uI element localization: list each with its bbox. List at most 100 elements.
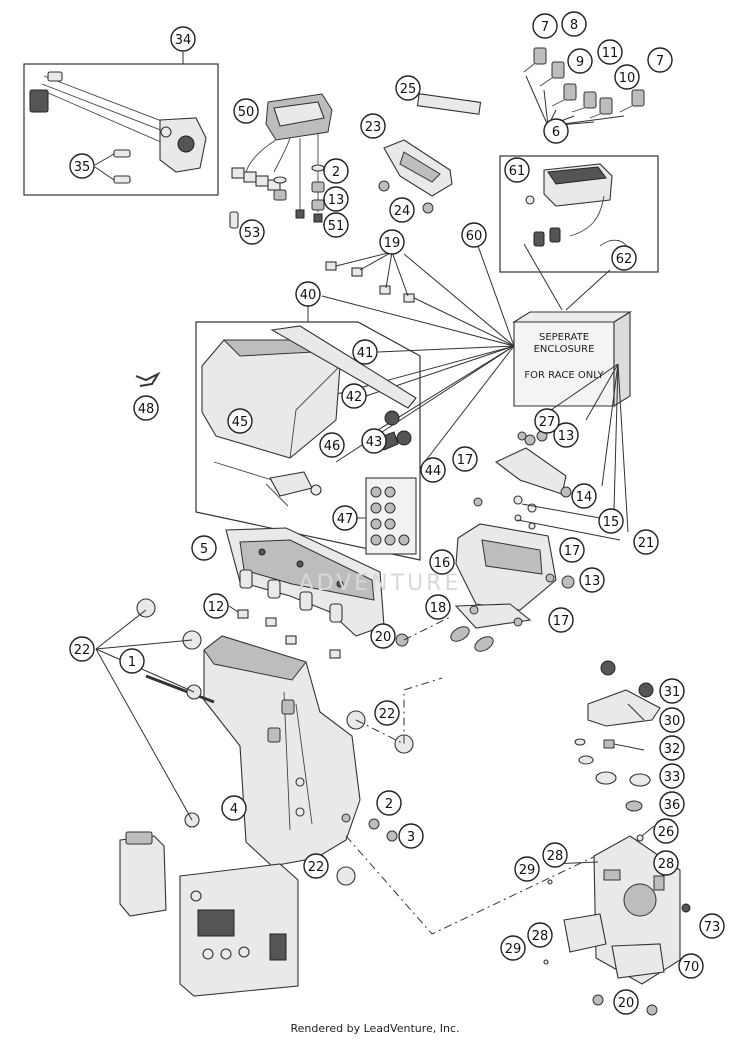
callout-45: 45 (227, 408, 253, 434)
svg-text:36: 36 (664, 798, 681, 813)
svg-text:48: 48 (138, 402, 155, 417)
callout-13a: 13 (323, 186, 349, 212)
svg-text:47: 47 (337, 512, 354, 527)
note-line-2: ENCLOSURE (534, 344, 595, 355)
callout-16: 16 (429, 549, 455, 575)
svg-text:26: 26 (658, 825, 675, 840)
spacer-22g-part (336, 866, 356, 886)
svg-text:24: 24 (394, 204, 411, 219)
callout-25: 25 (395, 75, 421, 101)
callout-19: 19 (379, 229, 405, 255)
spacer-22f-part (394, 734, 414, 754)
svg-text:44: 44 (425, 464, 442, 479)
svg-text:22: 22 (74, 643, 91, 658)
callout-2a: 2 (323, 158, 349, 184)
svg-text:73: 73 (704, 920, 721, 935)
handlebar-switch-part (29, 71, 207, 173)
callout-22c: 22 (303, 853, 329, 879)
callout-44: 44 (420, 457, 446, 483)
svg-text:46: 46 (324, 439, 341, 454)
battery-part (525, 163, 633, 259)
callout-60: 60 (461, 222, 487, 248)
callout-40: 40 (295, 281, 321, 307)
svg-text:42: 42 (346, 390, 363, 405)
callout-10: 10 (614, 64, 640, 90)
callout-8: 8 (561, 11, 587, 37)
svg-text:13: 13 (328, 193, 345, 208)
svg-text:30: 30 (664, 714, 681, 729)
svg-text:27: 27 (539, 415, 556, 430)
callout-32: 32 (659, 735, 685, 761)
callout-70: 70 (678, 953, 704, 979)
callout-61: 61 (504, 157, 530, 183)
svg-text:17: 17 (564, 544, 581, 559)
svg-text:18: 18 (430, 601, 447, 616)
callout-5: 5 (191, 535, 217, 561)
callout-26: 26 (653, 818, 679, 844)
svg-text:29: 29 (519, 863, 536, 878)
callout-12: 12 (203, 593, 229, 619)
svg-text:13: 13 (558, 429, 575, 444)
callout-51: 51 (323, 212, 349, 238)
svg-text:40: 40 (300, 288, 317, 303)
svg-text:62: 62 (616, 252, 633, 267)
callout-43: 43 (361, 428, 387, 454)
control-unit-part (119, 831, 299, 997)
enclosure-40-part (201, 325, 417, 507)
svg-text:60: 60 (466, 229, 483, 244)
callout-13b: 13 (553, 422, 579, 448)
nut-24a-part (378, 180, 390, 192)
svg-text:35: 35 (74, 160, 91, 175)
harness-box (23, 63, 219, 196)
callout-47: 47 (332, 505, 358, 531)
bracket-14-part (494, 430, 621, 541)
clips-12-part (228, 605, 341, 659)
callout-18: 18 (425, 594, 451, 620)
svg-text:19: 19 (384, 236, 401, 251)
enclosure-box-40 (195, 321, 421, 561)
svg-text:15: 15 (603, 515, 620, 530)
callout-13c: 13 (579, 567, 605, 593)
svg-text:9: 9 (576, 55, 584, 70)
callout-33: 33 (659, 763, 685, 789)
callout-34: 34 (170, 26, 196, 52)
svg-text:5: 5 (200, 542, 208, 557)
callout-20b: 20 (613, 989, 639, 1015)
callout-28c: 28 (527, 922, 553, 948)
bracket-5-part (225, 527, 385, 637)
svg-text:31: 31 (664, 685, 681, 700)
callout-17a: 17 (452, 446, 478, 472)
callout-31: 31 (659, 678, 685, 704)
callout-14: 14 (571, 483, 597, 509)
svg-text:33: 33 (664, 770, 681, 785)
svg-text:7: 7 (656, 54, 664, 69)
fuses-part (523, 47, 645, 127)
svg-text:2: 2 (385, 797, 393, 812)
callout-28a: 28 (542, 842, 568, 868)
bracket-16-part (450, 497, 575, 652)
svg-text:4: 4 (230, 802, 238, 817)
svg-text:29: 29 (505, 942, 522, 957)
svg-text:50: 50 (238, 105, 255, 120)
svg-text:2: 2 (332, 165, 340, 180)
svg-text:12: 12 (208, 600, 225, 615)
callout-24: 24 (389, 197, 415, 223)
callout-41: 41 (352, 339, 378, 365)
callout-17c: 17 (548, 607, 574, 633)
callout-42: 42 (341, 383, 367, 409)
connector-46-part (269, 471, 313, 497)
svg-text:3: 3 (407, 830, 415, 845)
callout-17b: 17 (559, 537, 585, 563)
mount-30-part (574, 660, 661, 812)
footer-credit: Rendered by LeadVenture, Inc. (290, 1022, 460, 1035)
callout-4: 4 (221, 795, 247, 821)
callout-9: 9 (567, 48, 593, 74)
svg-text:28: 28 (547, 849, 564, 864)
svg-text:10: 10 (619, 71, 636, 86)
svg-text:22: 22 (308, 860, 325, 875)
callout-labels: 1 2 2 3 4 5 6 7 7 8 9 10 11 12 13 13 13 … (69, 11, 725, 1015)
sticker-25-part (416, 93, 482, 115)
svg-text:11: 11 (602, 46, 619, 61)
svg-text:61: 61 (509, 164, 526, 179)
callout-28b: 28 (653, 850, 679, 876)
